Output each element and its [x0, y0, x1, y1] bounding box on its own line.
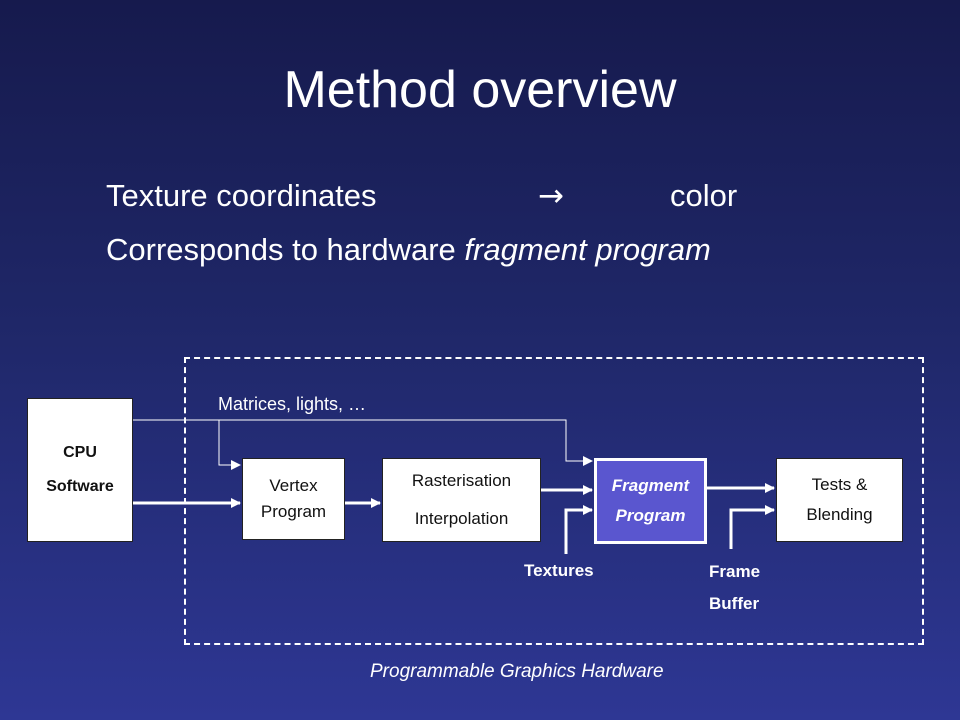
bullet-fragment-program: Corresponds to hardware fragment program [106, 230, 711, 270]
rasterisation-box: Rasterisation Interpolation [382, 458, 541, 542]
bullet-2-italic: fragment program [464, 232, 711, 267]
fragment-program-box: Fragment Program [594, 458, 707, 544]
matrices-lights-label: Matrices, lights, … [218, 394, 367, 414]
software-label: Software [46, 478, 114, 495]
bullet-texture-to-color: Texture coordinates → color [106, 176, 737, 216]
bullet-1-left: Texture coordinates [106, 178, 377, 213]
framebuffer-to-tests-arrow [729, 505, 775, 549]
region-caption: Programmable Graphics Hardware [370, 661, 664, 682]
interpolation-label: Interpolation [414, 509, 509, 528]
fragment-program-label: Program [615, 506, 686, 525]
frame-label: Frame [709, 562, 761, 581]
blending-label: Blending [806, 505, 873, 524]
vertex-program-label: Program [260, 502, 327, 521]
tests-label: Tests & [811, 475, 868, 494]
fragment-label: Fragment [611, 476, 690, 495]
right-arrow-icon: → [538, 178, 564, 214]
tests-blending-box: Tests & Blending [776, 458, 903, 542]
vertex-program-box: Vertex Program [242, 458, 345, 540]
programmable-hardware-region [184, 357, 924, 645]
cpu-software-box: CPU Software [27, 398, 133, 542]
bullet-1-right: color [670, 178, 738, 213]
vertex-label: Vertex [269, 476, 318, 495]
matrices-connector [133, 419, 593, 466]
bullet-2-plain: Corresponds to hardware [106, 232, 465, 267]
buffer-label: Buffer [709, 594, 760, 613]
cpu-label: CPU [63, 444, 97, 461]
matrices-vertex-connector [218, 420, 241, 470]
frame-buffer-label: Frame Buffer [709, 556, 779, 620]
slide-title: Method overview [283, 61, 677, 119]
textures-to-fragment-arrow [564, 505, 593, 554]
rasterisation-label: Rasterisation [411, 471, 512, 490]
textures-label: Textures [524, 561, 594, 580]
